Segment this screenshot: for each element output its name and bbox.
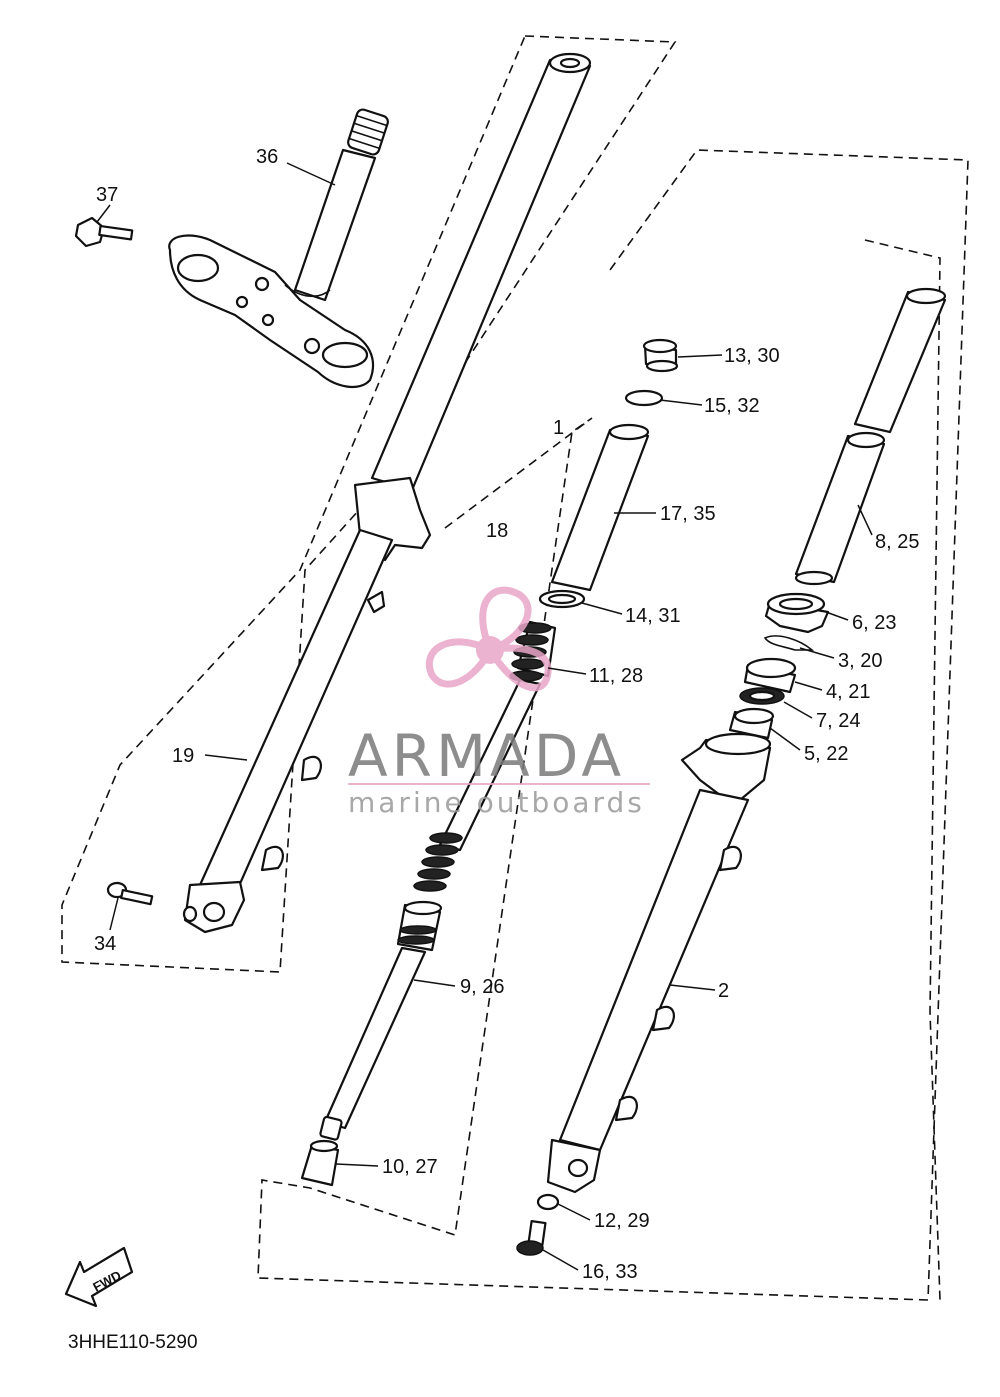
callout-10-27: 10, 27: [382, 1156, 438, 1178]
callout-19: 19: [172, 745, 194, 767]
leader-14: [581, 602, 623, 615]
leader-3: [799, 647, 835, 659]
leader-37: [96, 204, 111, 223]
callout-4-21: 4, 21: [826, 681, 870, 703]
outer-fork-tube-right: [546, 732, 772, 1194]
callout-8-25: 8, 25: [875, 531, 919, 553]
armada-watermark: ARMADA marine outboards: [348, 586, 650, 819]
callout-18: 18: [486, 520, 508, 542]
leader-34: [109, 897, 119, 931]
callout-12-29: 12, 29: [594, 1210, 650, 1232]
leader-5: [769, 727, 801, 751]
bottom-bolt-parts: [516, 1193, 560, 1256]
leader-6: [825, 611, 849, 621]
leader-12: [557, 1203, 591, 1221]
leader-lines: [96, 162, 873, 1271]
callout-36: 36: [256, 146, 278, 168]
damper-rod-assembly: [300, 620, 557, 1187]
leader-8: [857, 504, 873, 536]
leader-36: [286, 162, 336, 186]
steering-stem-bracket: [168, 108, 389, 388]
callout-37: 37: [96, 184, 118, 206]
callout-5-22: 5, 22: [804, 743, 848, 765]
callout-2: 2: [718, 980, 729, 1002]
callout-11-28: 11, 28: [589, 665, 643, 687]
callout-labels: 36 37 19 34 18 1 13, 30 15, 32 17, 35 14…: [94, 146, 919, 1283]
left-fork-group-outline: [61, 35, 677, 973]
propeller-blade: [484, 644, 552, 692]
leader-4: [794, 681, 823, 691]
leader-2: [669, 984, 716, 991]
callout-17-35: 17, 35: [660, 503, 716, 525]
diagram-code: 3HHE110-5290: [68, 1332, 198, 1353]
callout-7-24: 7, 24: [816, 710, 860, 732]
callout-13-30: 13, 30: [724, 345, 780, 367]
propeller-blade: [425, 638, 495, 688]
leader-15: [659, 399, 703, 406]
leader-9: [413, 979, 456, 987]
propeller-blade: [479, 586, 532, 655]
callout-16-33: 16, 33: [582, 1261, 638, 1283]
callout-34: 34: [94, 933, 116, 955]
leader-16: [542, 1249, 579, 1271]
callout-9-26: 9, 26: [460, 976, 504, 998]
propeller-logo: [425, 586, 552, 692]
propeller-hub: [476, 636, 504, 664]
bracket-pinch-bolt: [74, 216, 134, 248]
callout-14-31: 14, 31: [625, 605, 681, 627]
callout-6-23: 6, 23: [852, 612, 896, 634]
outer-fork-tube-left: [182, 52, 592, 934]
callout-3-20: 3, 20: [838, 650, 882, 672]
leader-19: [204, 754, 248, 761]
watermark-subtitle: marine outboards: [348, 786, 645, 819]
leader-7: [783, 701, 813, 719]
inner-fork-group-outline: [257, 149, 969, 1301]
inner-tube-cap-parts: [538, 338, 679, 609]
leader-13: [677, 354, 723, 358]
assembly-outlines: [61, 35, 969, 1301]
watermark-title: ARMADA: [348, 722, 625, 790]
callout-15-32: 15, 32: [704, 395, 760, 417]
axle-pinch-bolt: [106, 881, 154, 906]
callout-1: 1: [553, 417, 564, 439]
leader-11: [547, 667, 587, 675]
damper-group-outline: [864, 239, 941, 1301]
leader-10: [335, 1163, 379, 1167]
seal-and-bushing-stack: [728, 287, 947, 740]
forward-direction-arrow: FWD: [64, 1246, 134, 1308]
